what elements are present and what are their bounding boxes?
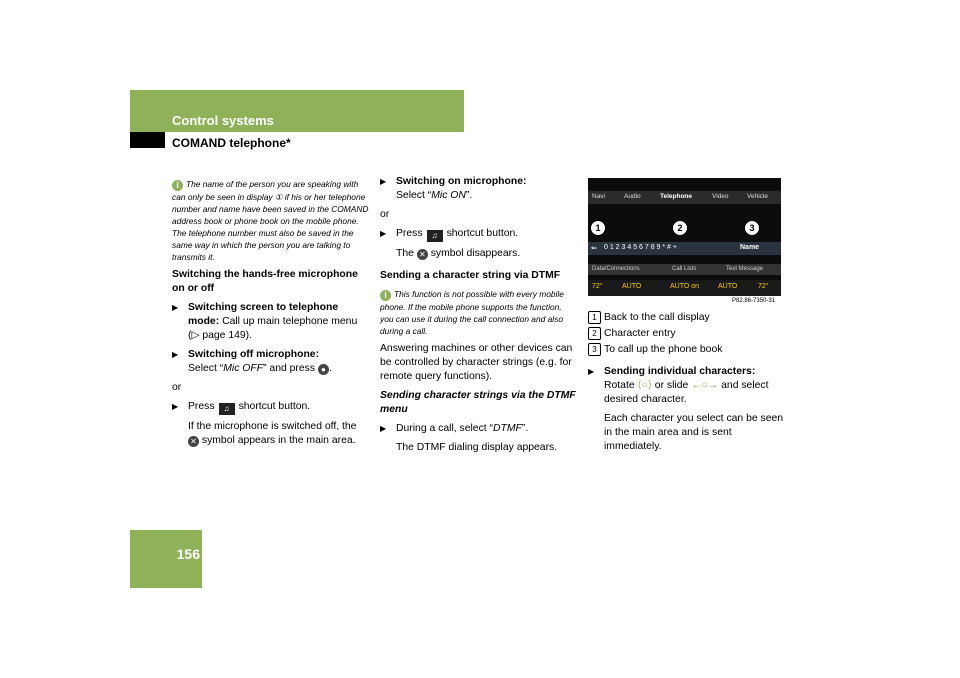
step-press-button: Press♫shortcut button. — [172, 400, 370, 415]
info-icon: i — [380, 290, 391, 301]
step-telephone-mode: Switching screen to telephone mode: Call… — [172, 301, 370, 343]
step-mic-on: Switching on microphone:Select “Mic ON”. — [380, 175, 576, 203]
dtmf-paragraph: Answering machines or other devices can … — [380, 343, 573, 382]
page-number: 156 — [176, 546, 200, 562]
screen-bottom-menu: Data/Connections Call Lists Text Message — [588, 264, 781, 275]
dtmf-display-note: The DTMF dialing display appears. — [396, 442, 558, 453]
slide-knob-icon: ←○→ — [691, 380, 719, 391]
character-note: Each character you select can be seen in… — [604, 413, 784, 452]
step-send-characters: Sending individual characters:Rotate ⟨○⟩… — [588, 365, 784, 407]
marker-2: 2 — [672, 220, 688, 236]
screen-climate-strip: 72° AUTO AUTO on AUTO 72° — [588, 280, 781, 296]
header-band — [130, 90, 464, 132]
step-select-dtmf: During a call, select “DTMF”. — [380, 422, 576, 436]
step-mic-off: Switching off microphone:Select “Mic OFF… — [172, 348, 370, 376]
mic-off-symbol-icon: ✕ — [188, 436, 199, 447]
subheading-dtmf-menu: Sending character strings via the DTMF m… — [380, 390, 576, 415]
rotate-knob-icon: ⟨○⟩ — [637, 380, 652, 391]
screen-nav: Navi Audio Telephone Video Vehicle — [588, 191, 781, 204]
symbol-disappears-note: The ✕ symbol disappears. — [396, 248, 521, 260]
dtmf-screen-image: Navi Audio Telephone Video Vehicle ⇐ 0 1… — [588, 178, 781, 296]
heading-dtmf: Sending a character string via DTMF — [380, 270, 561, 281]
press-knob-icon: ● — [317, 364, 329, 375]
heading-microphone: Switching the hands-free microphone on o… — [172, 269, 358, 294]
mic-shortcut-icon: ♫ — [218, 403, 235, 415]
image-caption: P82.86-7350-31 — [732, 298, 776, 304]
header-tab — [130, 132, 165, 148]
subsection-title: COMAND telephone* — [172, 136, 291, 150]
screen-dtmf-row: ⇐ 0 1 2 3 4 5 6 7 8 9 * # + Name — [588, 242, 781, 255]
or-text: or — [172, 382, 182, 393]
mic-off-note: If the microphone is switched off, the ✕… — [188, 421, 357, 447]
section-title: Control systems — [172, 113, 274, 128]
marker-1: 1 — [590, 220, 606, 236]
back-arrow-icon: ⇐ — [591, 245, 597, 252]
or-text-2: or — [380, 209, 390, 220]
mic-shortcut-icon: ♫ — [426, 230, 443, 242]
step-press-button-2: Press♫shortcut button. — [380, 227, 576, 242]
column-2: Switching on microphone:Select “Mic ON”.… — [380, 175, 576, 460]
marker-3: 3 — [744, 220, 760, 236]
mic-off-symbol-icon: ✕ — [416, 249, 428, 260]
info-icon: i — [172, 180, 183, 191]
page-number-box — [130, 530, 202, 588]
